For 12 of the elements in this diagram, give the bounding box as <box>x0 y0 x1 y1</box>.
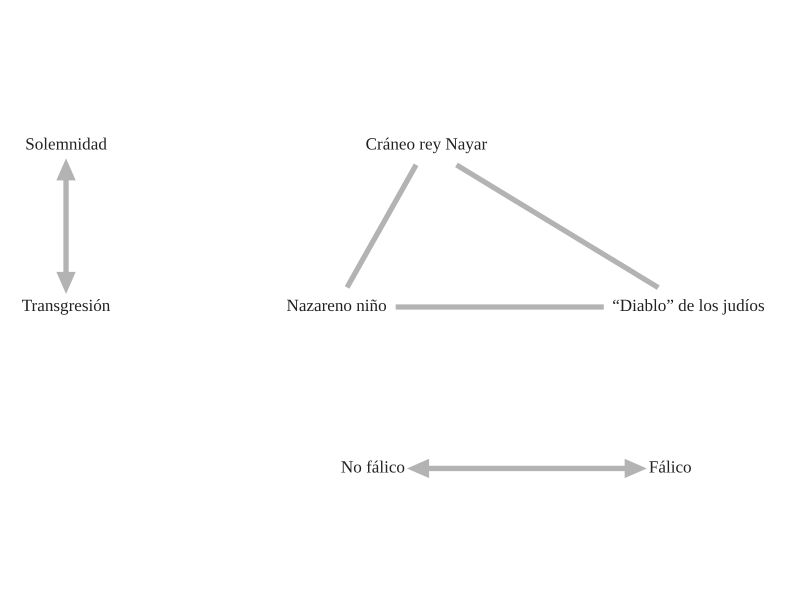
arrow <box>406 458 647 478</box>
connector <box>344 164 418 289</box>
connector <box>396 304 604 310</box>
node-text: Cráneo rey Nayar <box>366 134 488 154</box>
connector <box>455 162 660 290</box>
node-text: Transgresión <box>22 296 110 316</box>
node-text: Nazareno niño <box>286 296 387 316</box>
node-text: “Diablo” de los judíos <box>612 296 765 316</box>
arrow <box>56 158 76 294</box>
node-text: No fálico <box>340 458 405 477</box>
node-text: Solemnidad <box>25 134 107 154</box>
node-text: Fálico <box>648 458 692 477</box>
